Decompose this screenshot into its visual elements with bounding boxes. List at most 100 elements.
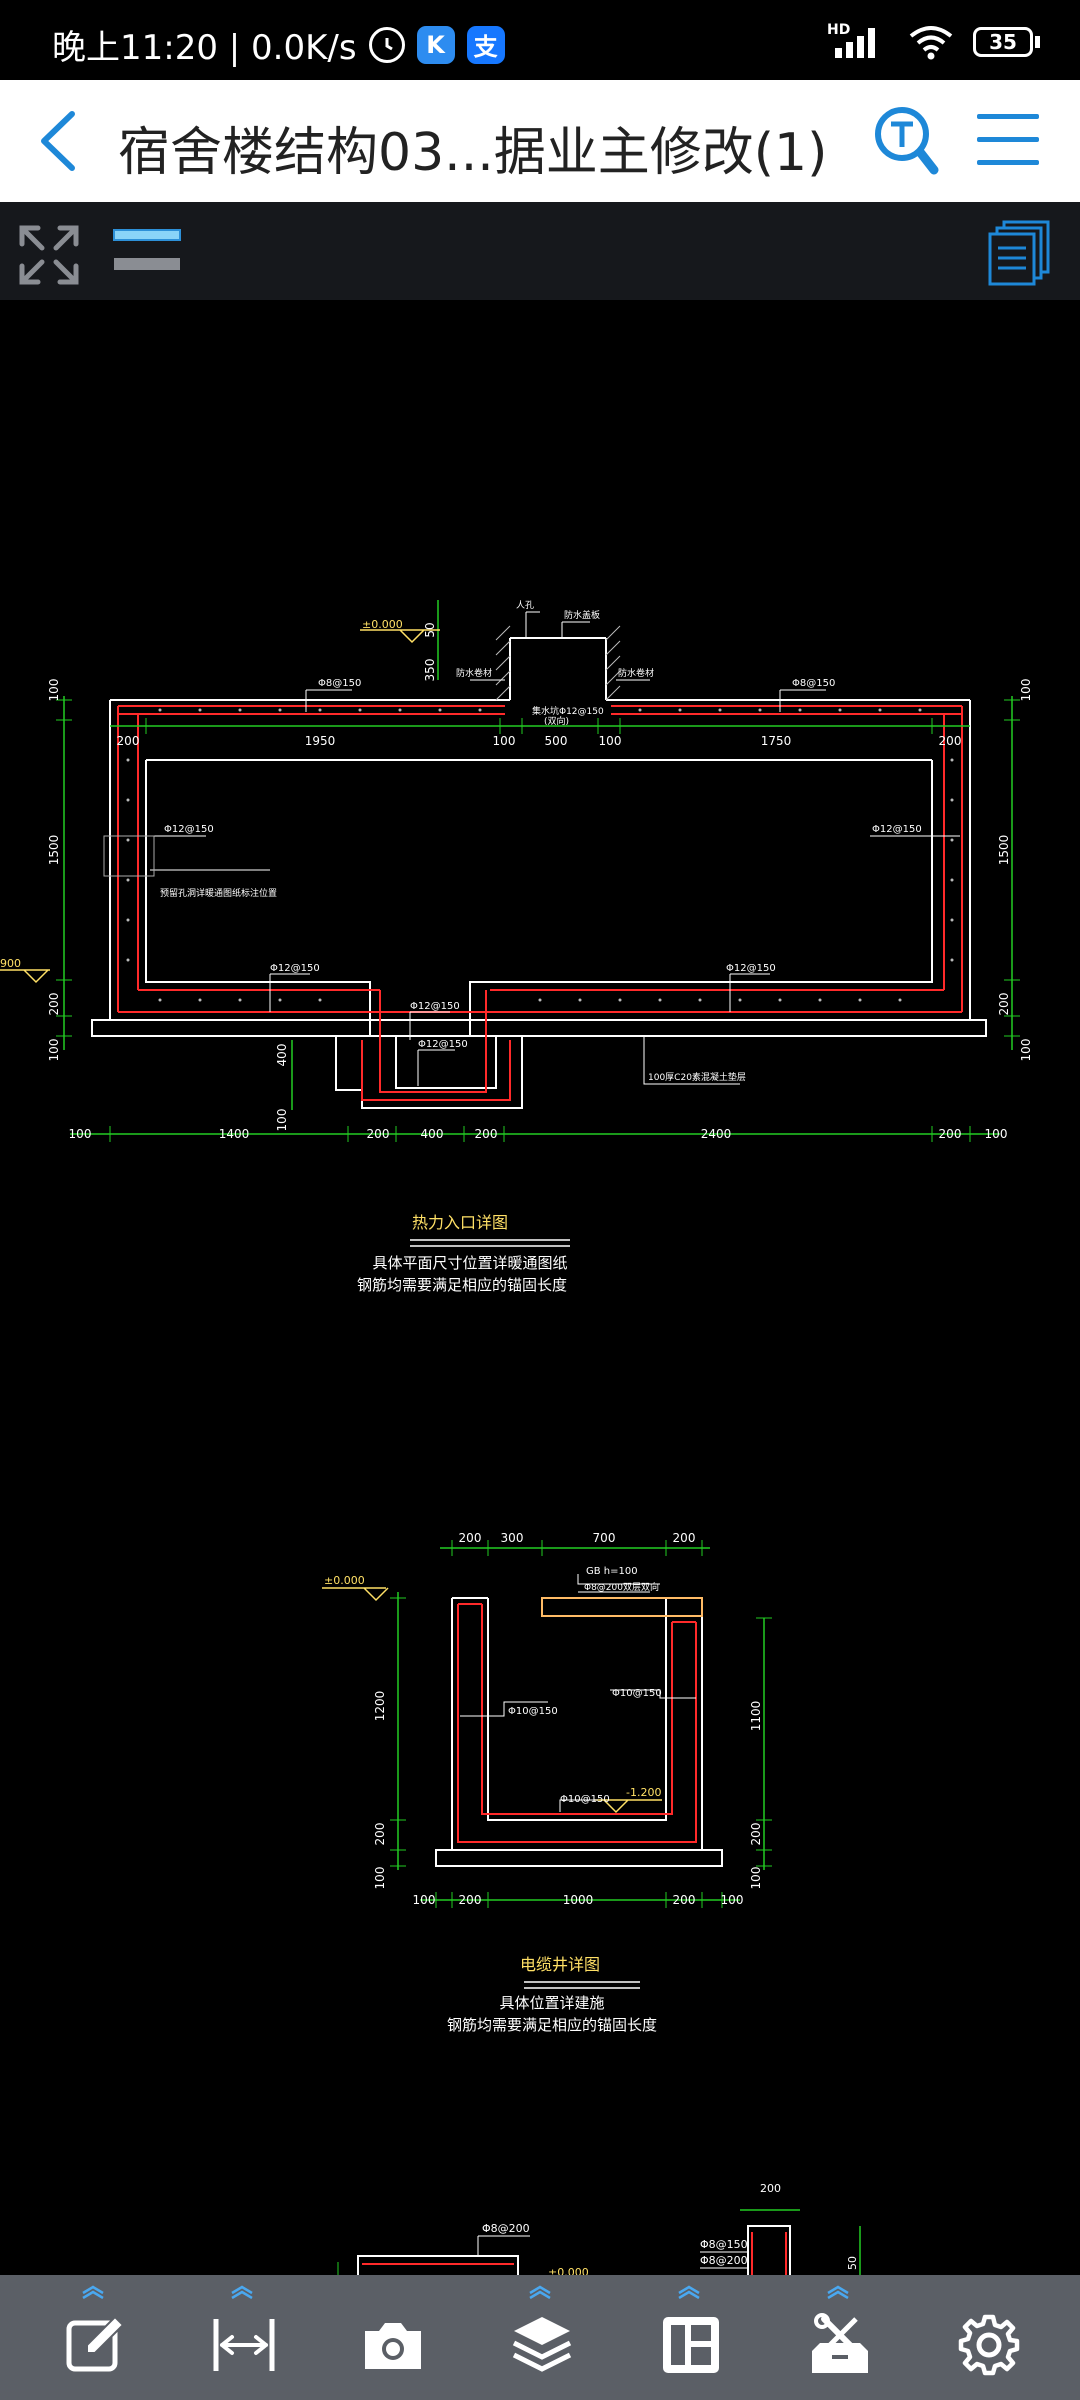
callout-bidirectional: (双向) [544, 715, 569, 727]
elev-label: ±0.000 [362, 618, 403, 631]
alarm-icon [368, 26, 405, 63]
s2-dim-left-1: 200 [373, 1823, 387, 1846]
dim-top-5: 1750 [761, 734, 792, 748]
line-style-button[interactable] [112, 222, 182, 282]
expand-icon [19, 225, 79, 285]
callout-manhole: 人孔 [516, 600, 534, 611]
heat-entrance-section: ±0.000 900 100 1400 200 400 200 2400 200… [0, 600, 1033, 1294]
s2-gb-rebar: Φ8@200双层双向 [584, 1581, 659, 1593]
expand-up-chevron-icon [678, 2285, 700, 2299]
text-search-icon [875, 107, 939, 175]
layers-button[interactable] [486, 2275, 594, 2400]
measure-button[interactable] [188, 2275, 296, 2400]
bottom-toolbar [0, 2275, 1080, 2400]
dim-pit-1: 100 [275, 1109, 289, 1132]
tools-button[interactable] [784, 2275, 892, 2400]
dim-top-2: 100 [493, 734, 516, 748]
section1-note2: 钢筋均需要满足相应的锚固长度 [357, 1276, 567, 1294]
s2-dim-top-2: 700 [593, 1531, 616, 1545]
s3-rebar-2: Φ8@200 [700, 2254, 748, 2267]
callout-sump: 集水坑Φ12@150 [532, 705, 604, 717]
dim-bottom-5: 2400 [701, 1127, 732, 1141]
screenshot-button[interactable] [337, 2275, 445, 2400]
signal-icon: HD [827, 22, 875, 58]
menu-button[interactable] [975, 110, 1041, 170]
measure-distance-icon [213, 2319, 275, 2371]
rebar-label-7: Φ12@150 [418, 1039, 468, 1050]
dim-right-1: 1500 [997, 835, 1011, 866]
elev-top-label: ±0.000 [324, 1574, 365, 1587]
s2-dim-top-3: 200 [673, 1531, 696, 1545]
document-title: 宿舍楼结构03...据业主修改(1) [118, 123, 828, 183]
catalog-button[interactable] [986, 220, 1052, 286]
rebar-label-0: Φ8@150 [318, 678, 361, 689]
dim-bottom-4: 200 [475, 1127, 498, 1141]
dim-left-3: 100 [47, 1039, 61, 1062]
back-button[interactable] [30, 108, 90, 174]
battery-icon: 35 [973, 27, 1033, 57]
back-arrow-icon [41, 111, 75, 171]
cable-well-section: ±0.000 -1.200 200 300 700 200 100 200 10… [322, 1531, 772, 2034]
s2-dim-bottom-1: 200 [459, 1893, 482, 1907]
dim-right-3: 100 [1019, 1039, 1033, 1062]
dim-top-0: 200 [117, 734, 140, 748]
section1-note1: 具体平面尺寸位置详暖通图纸 [372, 1254, 567, 1272]
s3-dim-1: 50 [846, 2256, 859, 2270]
s2-dim-bottom-3: 200 [673, 1893, 696, 1907]
rebar-label-3: Φ12@150 [872, 824, 922, 835]
cad-drawing: ±0.000 900 100 1400 200 400 200 2400 200… [0, 600, 1033, 2279]
dim-bottom-1: 1400 [219, 1127, 250, 1141]
s2-rebar-1: Φ10@150 [612, 1688, 662, 1699]
rebar-label-4: Φ12@150 [270, 963, 320, 974]
s3-dim-0: 200 [760, 2182, 781, 2195]
dim-top-small-1: 350 [423, 659, 437, 682]
dim-left-2: 200 [47, 993, 61, 1016]
text-search-button[interactable] [872, 104, 940, 178]
s2-dim-top-0: 200 [459, 1531, 482, 1545]
section2-note1: 具体位置详建施 [499, 1994, 604, 2012]
title-bar: 宿舍楼结构03...据业主修改(1) [0, 80, 1080, 203]
dim-left-0: 100 [47, 679, 61, 702]
document-list-icon [988, 220, 1050, 286]
layout-icon [663, 2317, 719, 2373]
s3-elev: ±0.000 [548, 2266, 589, 2275]
callout-cover: 防水盖板 [564, 609, 600, 621]
camera-icon [365, 2323, 421, 2369]
expand-up-chevron-icon [529, 2285, 551, 2299]
layout-button[interactable] [635, 2275, 743, 2400]
section3-partial: 200 50 Φ8@200 Φ8@150 Φ8@200 ±0.000 [337, 2182, 861, 2279]
toolbox-icon [812, 2313, 868, 2373]
wall-note: 预留孔洞详暖通图纸标注位置 [160, 887, 277, 899]
dim-right-2: 200 [997, 993, 1011, 1016]
dim-bottom-2: 200 [367, 1127, 390, 1141]
wifi-icon [909, 26, 953, 60]
s2-dim-left-2: 100 [373, 1867, 387, 1890]
battery-tip [1035, 36, 1040, 48]
s2-dim-top-1: 300 [501, 1531, 524, 1545]
callout-waterproof-left: 防水卷材 [456, 667, 492, 679]
annotate-button[interactable] [39, 2275, 147, 2400]
dim-top-6: 200 [939, 734, 962, 748]
dim-pit-0: 400 [275, 1044, 289, 1067]
status-right: HD 35 [827, 22, 1040, 62]
dim-bottom-3: 400 [421, 1127, 444, 1141]
expand-up-chevron-icon [82, 2285, 104, 2299]
s2-dim-right-1: 200 [749, 1823, 763, 1846]
status-bar: 晚上11:20 | 0.0K/s K 支 HD 35 [0, 0, 1080, 80]
section2-title: 电缆井详图 [520, 1955, 600, 1974]
drawing-canvas[interactable]: ±0.000 900 100 1400 200 400 200 2400 200… [0, 300, 1080, 2279]
rebar-label-1: Φ8@150 [792, 678, 835, 689]
s2-rebar-2: Φ10@150 [560, 1794, 610, 1805]
fullscreen-button[interactable] [16, 222, 82, 288]
elev-bottom-label: -1.200 [626, 1786, 661, 1799]
s2-rebar-0: Φ10@150 [508, 1706, 558, 1717]
rebar-label-2: Φ12@150 [164, 824, 214, 835]
dim-top-3: 500 [545, 734, 568, 748]
app-k-icon: K [416, 25, 455, 64]
gear-icon [958, 2314, 1020, 2376]
edit-icon [66, 2315, 125, 2372]
dim-right-0: 100 [1019, 679, 1033, 702]
rebar-label-6: Φ12@150 [410, 1001, 460, 1012]
settings-button[interactable] [933, 2275, 1041, 2400]
dim-bottom-7: 100 [985, 1127, 1008, 1141]
